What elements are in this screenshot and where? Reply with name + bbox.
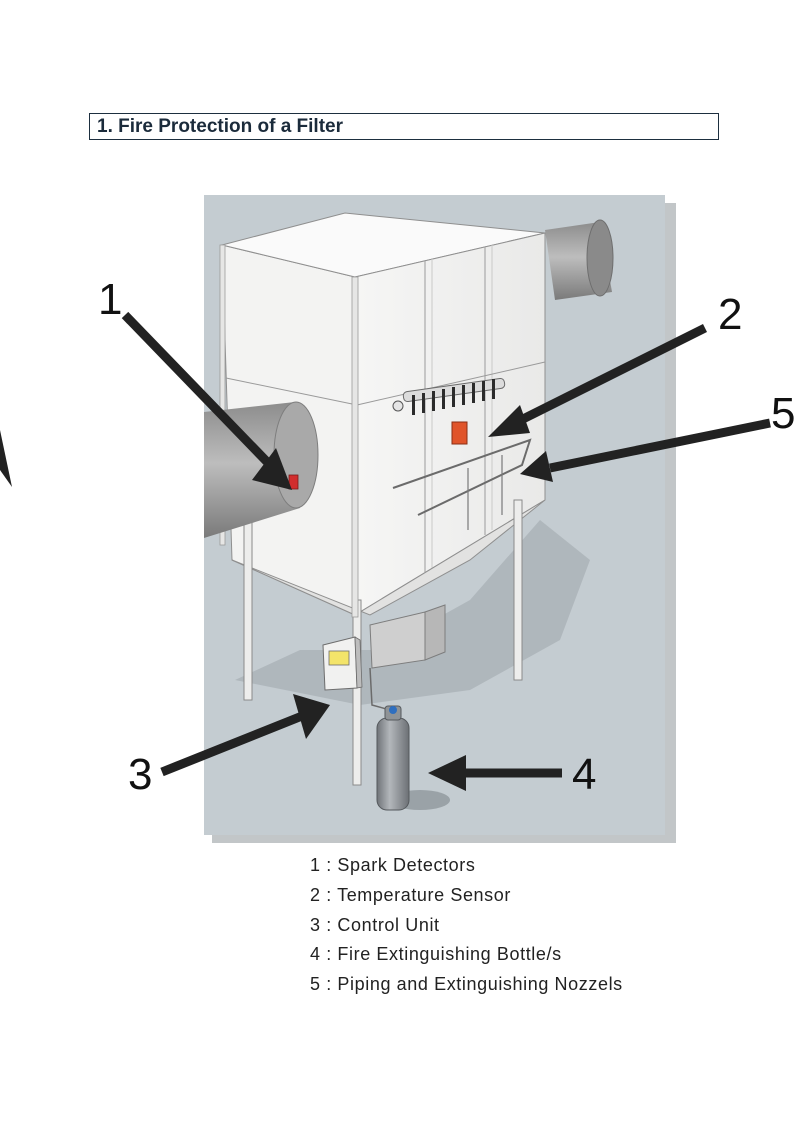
inlet-duct-opening bbox=[273, 401, 319, 509]
legend-item: 1 : Spark Detectors bbox=[310, 855, 476, 875]
spark-detector bbox=[288, 474, 299, 490]
legend-item: 3 : Control Unit bbox=[310, 914, 440, 935]
bottle-feed-pipe bbox=[369, 667, 391, 711]
callout-number-5: 5 bbox=[771, 389, 796, 438]
callout-number-1: 1 bbox=[98, 275, 123, 324]
control-screen bbox=[328, 650, 350, 666]
legend-item: 2 : Temperature Sensor bbox=[310, 884, 511, 905]
outlet-duct-opening bbox=[586, 219, 614, 297]
callout-number-2: 2 bbox=[718, 290, 743, 339]
callout-arrows bbox=[121, 311, 771, 778]
arrow-2 bbox=[512, 323, 708, 428]
legend: 1 : Spark Detectors 2 : Temperature Sens… bbox=[310, 851, 623, 1000]
callout-number-3: 3 bbox=[128, 750, 153, 799]
section-title: 1. Fire Protection of a Filter bbox=[89, 113, 719, 140]
offpage-arrow-fragment bbox=[0, 430, 12, 487]
arrow-5 bbox=[549, 418, 771, 473]
piping-loop bbox=[392, 438, 532, 516]
legend-item: 4 : Fire Extinguishing Bottle/s bbox=[310, 944, 562, 965]
arrow-3 bbox=[160, 711, 304, 777]
leg-front bbox=[352, 599, 362, 786]
callout-number-4: 4 bbox=[572, 750, 597, 799]
temperature-sensor bbox=[451, 421, 468, 445]
hopper bbox=[231, 499, 546, 616]
arrow-heads bbox=[252, 405, 553, 791]
leg-left bbox=[243, 499, 253, 701]
nozzles bbox=[412, 379, 495, 415]
leg-right bbox=[513, 499, 523, 681]
arrow-1 bbox=[121, 311, 276, 471]
extinguishing-bottle bbox=[376, 717, 410, 811]
legend-item: 5 : Piping and Extinguishing Nozzels bbox=[310, 974, 623, 995]
